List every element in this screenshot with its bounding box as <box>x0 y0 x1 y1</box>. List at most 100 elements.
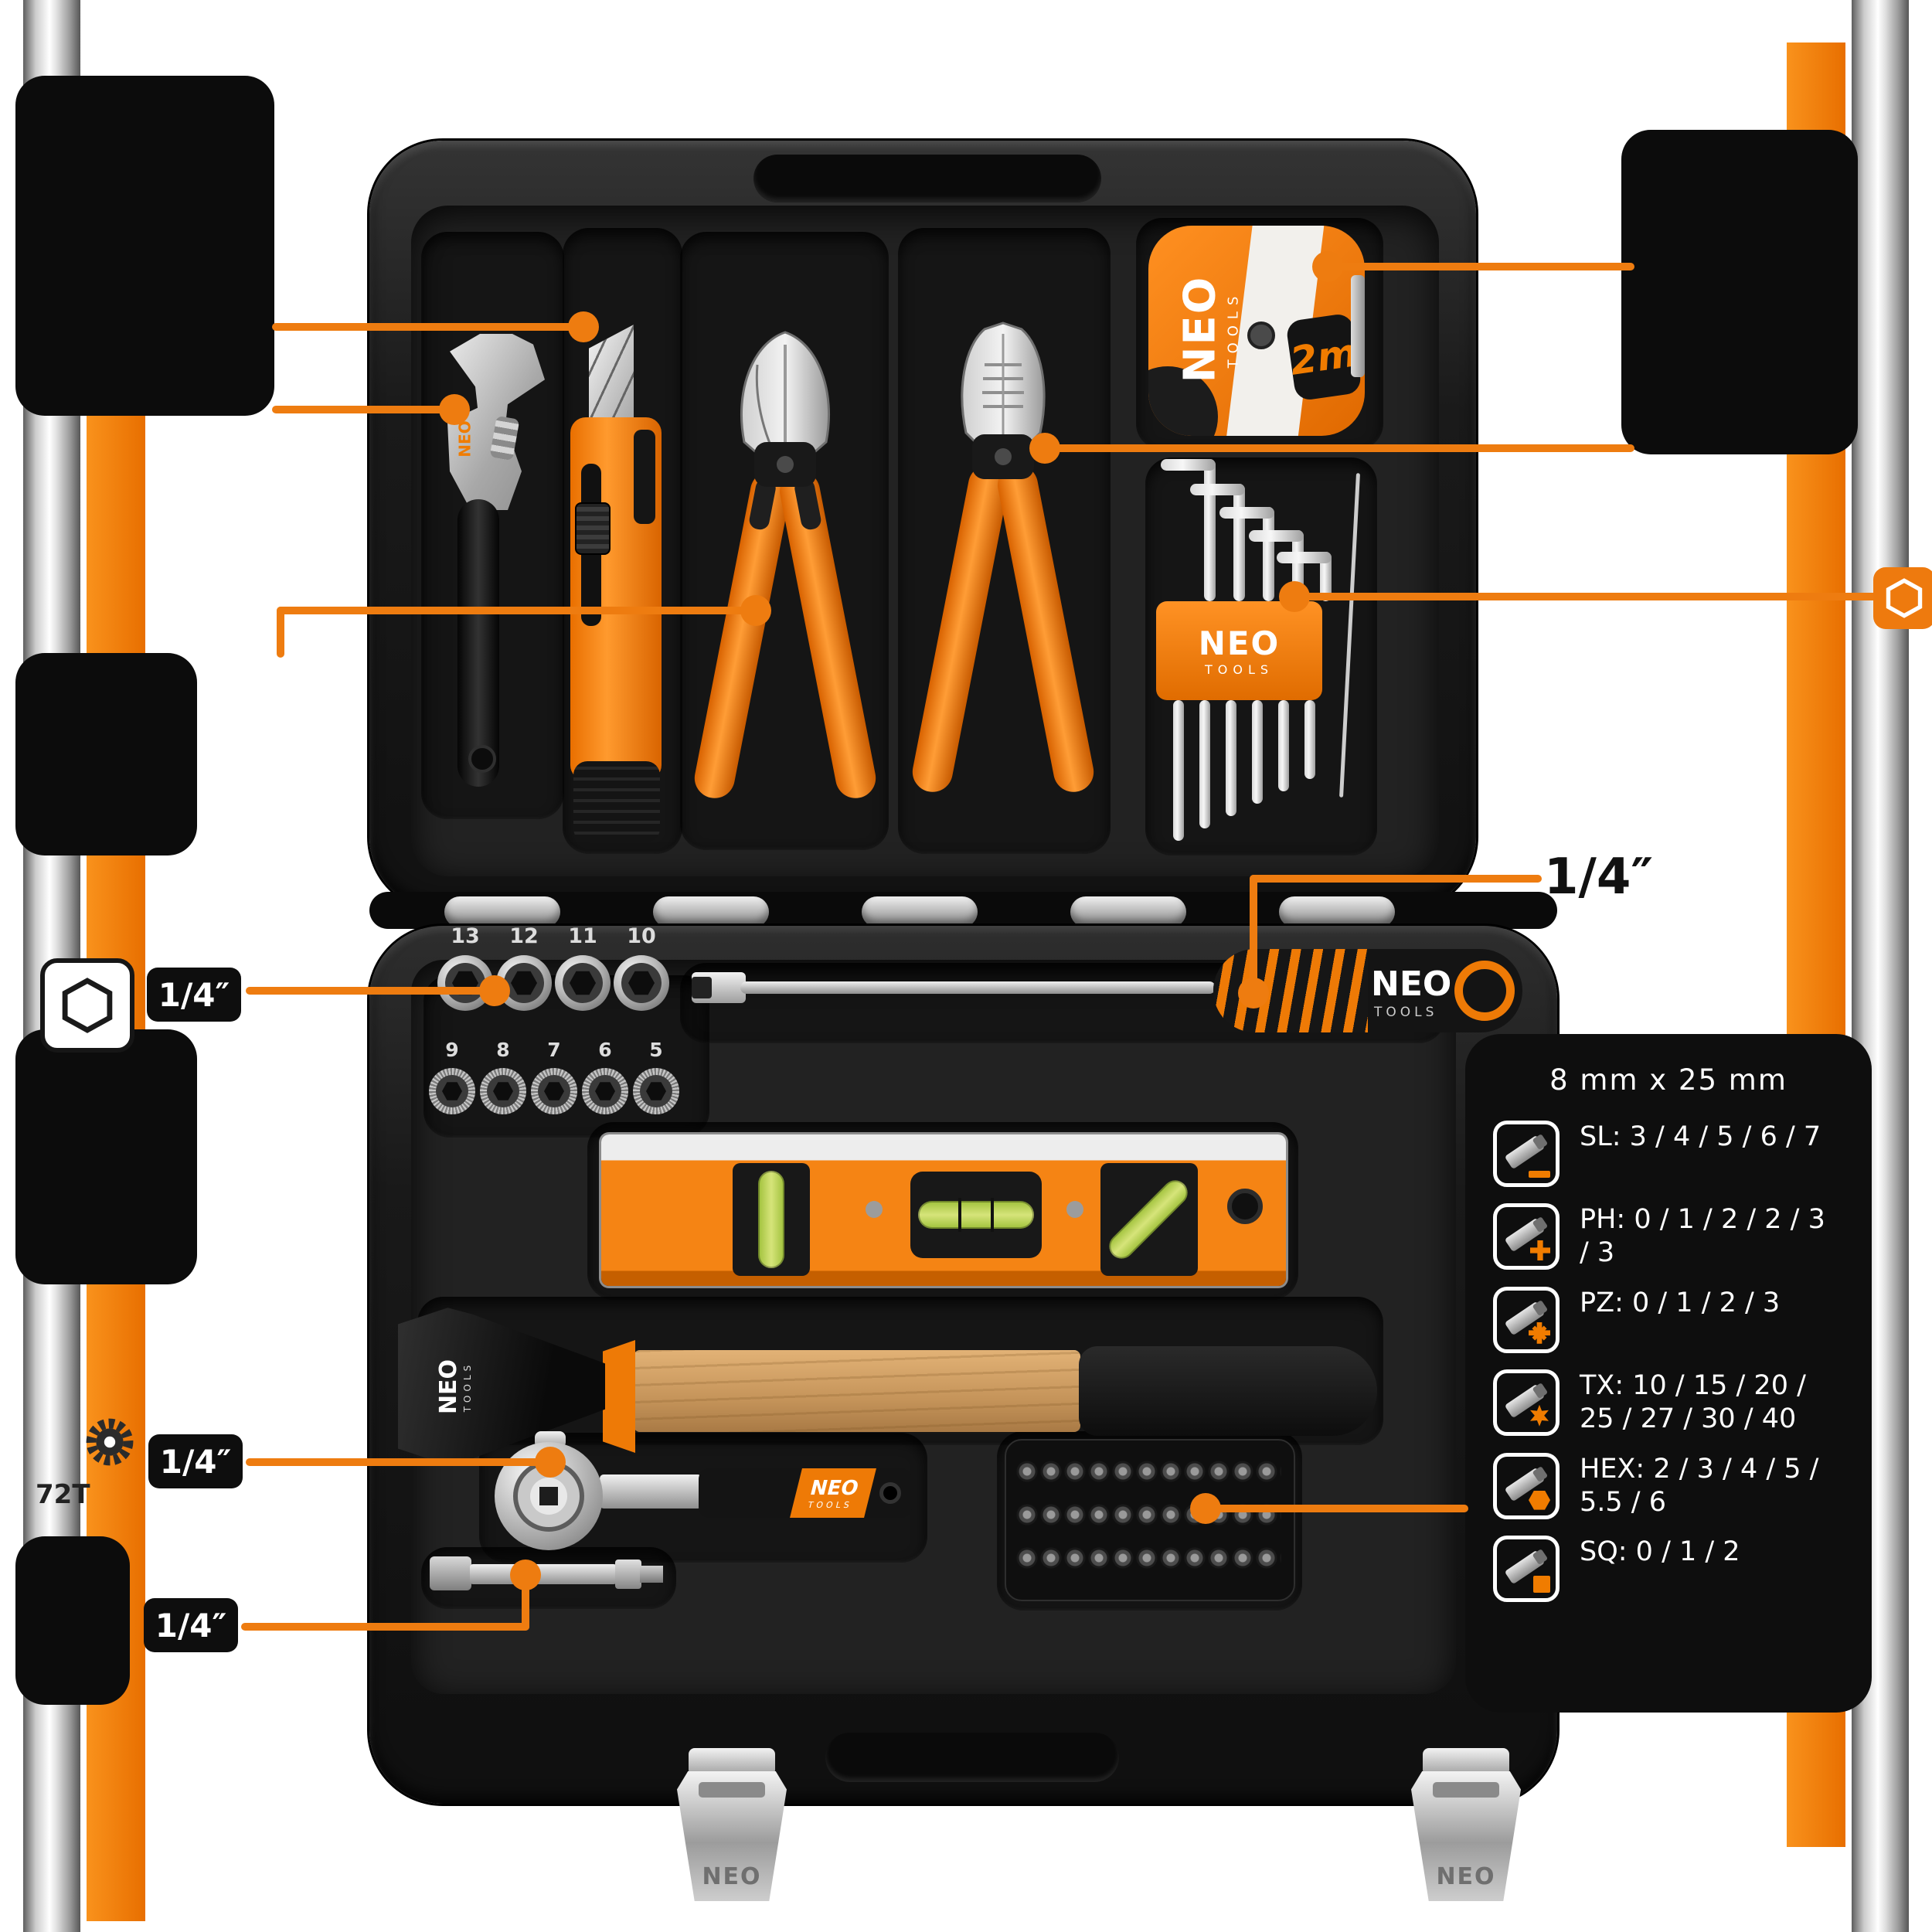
hex-key-holder-sub: TOOLS <box>1204 662 1274 677</box>
hammer-grip <box>1079 1346 1377 1436</box>
socket-size-label: 7 <box>547 1039 561 1061</box>
hinge-pin <box>1070 896 1186 927</box>
ratchet-square-drive <box>539 1487 558 1505</box>
knife-slider-knob <box>575 502 611 555</box>
hex-socket-icon <box>40 958 134 1053</box>
socket-10mm <box>614 955 669 1011</box>
callout-dot-extension <box>510 1560 541 1590</box>
level-screw <box>1066 1201 1083 1218</box>
hex-key <box>1252 700 1263 804</box>
screwdriver-grip-stripes <box>1213 949 1368 1032</box>
wrench-brand-label: NEO <box>455 420 474 457</box>
latch-band <box>1433 1782 1499 1798</box>
gear-icon <box>86 1418 134 1466</box>
screwdriver-handle-ring <box>1454 961 1515 1021</box>
level-vial-window-vertical <box>733 1163 810 1276</box>
spec-row-tx: TX: 10 / 15 / 20 / 25 / 27 / 30 / 40 <box>1493 1369 1844 1437</box>
hex-key <box>1320 552 1332 601</box>
screwdriver-brand: NEO <box>1371 964 1452 1004</box>
callout-box-top-left <box>15 76 274 416</box>
level-hang-hole <box>1227 1189 1263 1224</box>
extension-hex-end <box>430 1556 471 1590</box>
callout-line-screwdriver <box>1250 875 1542 883</box>
socket-6mm <box>582 1068 628 1114</box>
bit-specs-header: 8 mm x 25 mm <box>1549 1063 1787 1097</box>
hex-key <box>1204 459 1216 601</box>
ratchet-brand-sub: TOOLS <box>807 1499 854 1510</box>
level-vial-window-horizontal <box>910 1172 1042 1258</box>
torpedo-level <box>601 1134 1286 1286</box>
callout-dot-ratchet <box>535 1447 566 1478</box>
callout-dot-screwdriver <box>1238 978 1269 1009</box>
screwdriver-shaft <box>740 981 1216 994</box>
ratchet-brand-patch: NEO TOOLS <box>790 1468 876 1518</box>
level-vial-diagonal <box>1104 1175 1193 1264</box>
callout-box-left-3 <box>15 1029 197 1284</box>
socket-size-label: 10 <box>627 924 656 948</box>
hammer-wood-handle <box>634 1350 1080 1432</box>
callout-line-pliers <box>1045 444 1634 452</box>
callout-box-left-4 <box>15 1536 130 1705</box>
hex-bit-icon <box>1493 1452 1560 1519</box>
tape-brand: NEO <box>1174 275 1225 383</box>
ph-bit-icon <box>1493 1203 1560 1270</box>
callout-line-extension-drop <box>522 1575 529 1631</box>
hex-bit-badge-icon <box>1873 567 1932 629</box>
callout-line-bits <box>1206 1505 1468 1512</box>
callout-box-top-right <box>1621 130 1858 454</box>
callout-line-wrench <box>272 406 454 413</box>
knife-end-cap <box>573 761 660 842</box>
callout-dot-bits <box>1190 1493 1221 1524</box>
hex-key <box>1278 700 1289 791</box>
hexagon-white-icon <box>1886 578 1923 618</box>
extension-rod <box>470 1564 617 1584</box>
callout-box-left-2 <box>15 653 197 855</box>
tx-bit-icon <box>1493 1369 1560 1436</box>
hex-key-arm <box>1249 530 1304 542</box>
quarter-inch-label-extension: 1/4″ <box>144 1598 238 1652</box>
callout-line-knife <box>272 323 583 331</box>
extension-tip <box>640 1566 663 1583</box>
ratchet-brand: NEO <box>808 1476 862 1500</box>
knife-clip <box>634 430 655 524</box>
spec-row-sl: SL: 3 / 4 / 5 / 6 / 7 <box>1493 1121 1844 1187</box>
callout-line-ratchet <box>246 1458 550 1466</box>
level-vial-window-diagonal <box>1100 1163 1198 1276</box>
latch-brand: NEO <box>702 1863 762 1890</box>
callout-dot-hex-keys <box>1279 581 1310 612</box>
hammer-collar <box>603 1340 635 1453</box>
latch-brand: NEO <box>1436 1863 1496 1890</box>
hex-key <box>1173 700 1184 841</box>
tape-length: 2m <box>1287 330 1361 384</box>
socket-9mm <box>429 1068 475 1114</box>
callout-line-sockets <box>246 987 495 995</box>
latch-left: NEO <box>677 1771 787 1901</box>
socket-11mm <box>555 955 611 1011</box>
hinge-pin <box>444 896 560 927</box>
hammer-brand-sub: TOOLS <box>462 1361 474 1412</box>
hinge-pin <box>1279 896 1395 927</box>
socket-7mm <box>531 1068 577 1114</box>
hex-key-arm <box>1219 507 1274 519</box>
sl-bit-icon <box>1493 1121 1560 1187</box>
socket-size-label: 11 <box>568 924 597 948</box>
pz-bit-icon <box>1493 1286 1560 1353</box>
screwdriver-bit-tip <box>692 977 712 998</box>
level-vial-vertical <box>758 1171 784 1268</box>
tape-brand-sub: TOOLS <box>1224 290 1241 369</box>
hinge-pin <box>862 896 978 927</box>
combination-pliers <box>912 321 1094 792</box>
tape-center-screw <box>1247 321 1275 349</box>
latch-band <box>699 1782 765 1798</box>
spec-text-pz: PZ: 0 / 1 / 2 / 3 <box>1580 1287 1781 1318</box>
hinge-pin <box>653 896 769 927</box>
hex-key-holder-brand: NEO <box>1198 624 1281 662</box>
hex-key-arm <box>1277 552 1332 563</box>
level-vial-mark <box>958 1198 961 1232</box>
callout-dot-sockets <box>479 975 510 1006</box>
bit-set-bits <box>1015 1450 1281 1580</box>
ratchet-hang-hole <box>879 1482 901 1504</box>
latch-right: NEO <box>1411 1771 1521 1901</box>
callout-dot-cutters <box>740 595 771 626</box>
spec-row-hex: HEX: 2 / 3 / 4 / 5 / 5.5 / 6 <box>1493 1452 1844 1520</box>
